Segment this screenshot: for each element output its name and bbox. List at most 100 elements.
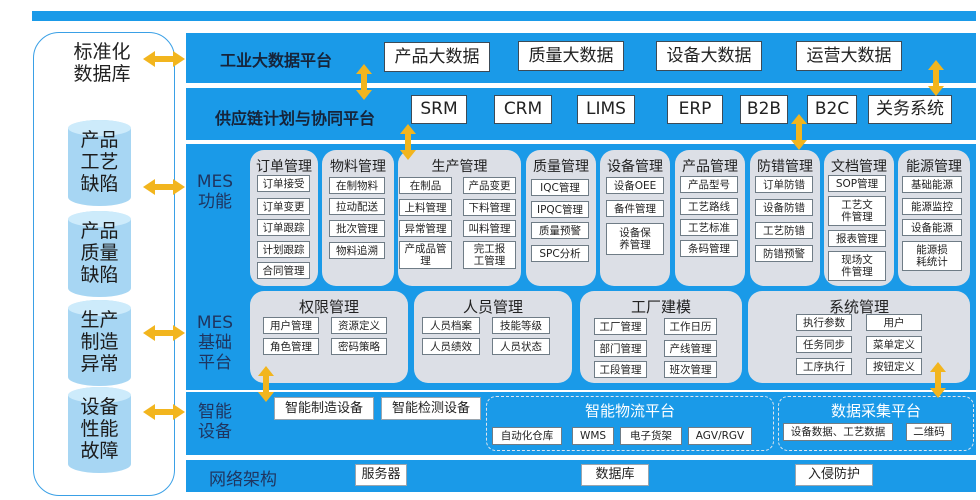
item-resource-def: 资源定义 bbox=[331, 317, 387, 334]
cylinder-production-exception: 生产 制造 异常 bbox=[68, 300, 131, 386]
supply-chain-title: 供应链计划与协同平台 bbox=[215, 109, 376, 128]
cylinder-process-defect: 产品 工艺 缺陷 bbox=[68, 120, 131, 206]
logistics-auto-warehouse: 自动化仓库 bbox=[492, 427, 562, 445]
item-sop: SOP管理 bbox=[828, 175, 886, 192]
item-task-sync: 任务同步 bbox=[796, 336, 852, 353]
item-work-calendar: 工作日历 bbox=[664, 318, 717, 335]
item-base-energy: 基础能源 bbox=[902, 176, 962, 193]
item-factory-mgmt: 工厂管理 bbox=[594, 318, 647, 335]
item-order-change: 订单变更 bbox=[257, 198, 310, 215]
item-call-material: 叫料管理 bbox=[463, 220, 516, 237]
item-exec-params: 执行参数 bbox=[796, 314, 852, 331]
item-staff-file: 人员档案 bbox=[422, 317, 480, 334]
module-material bbox=[322, 150, 394, 286]
logistics-agv: AGV/RGV bbox=[688, 427, 752, 445]
item-user: 用户 bbox=[866, 314, 922, 331]
item-user-mgmt: 用户管理 bbox=[263, 317, 319, 334]
cylinder-label: 产品 工艺 缺陷 bbox=[80, 129, 119, 195]
module-title: 产品管理 bbox=[682, 159, 738, 175]
item-order-receive: 订单接受 bbox=[257, 175, 310, 192]
module-title: 防错管理 bbox=[757, 159, 813, 175]
item-process-route: 工艺路线 bbox=[680, 198, 738, 215]
collection-qrcode: 二维码 bbox=[906, 423, 952, 441]
item-password-policy: 密码策略 bbox=[331, 338, 387, 355]
cylinder-equipment-fault: 设备 性能 故障 bbox=[68, 387, 131, 473]
item-proof-warning: 防错预警 bbox=[755, 245, 813, 262]
item-button-def: 按钮定义 bbox=[866, 358, 922, 375]
module-permission bbox=[250, 291, 408, 383]
module-title: 系统管理 bbox=[828, 298, 889, 316]
item-dept-mgmt: 部门管理 bbox=[594, 340, 647, 357]
item-ipqc: IPQC管理 bbox=[531, 201, 589, 218]
cylinder-label: 生产 制造 异常 bbox=[80, 309, 119, 375]
item-oee: 设备OEE bbox=[606, 177, 664, 194]
module-title: 设备管理 bbox=[607, 159, 663, 175]
item-plan-track: 计划跟踪 bbox=[257, 241, 310, 258]
item-role-mgmt: 角色管理 bbox=[263, 338, 319, 355]
item-process-exec: 工序执行 bbox=[796, 358, 852, 375]
item-contract: 合同管理 bbox=[257, 262, 310, 279]
module-title: 文档管理 bbox=[831, 159, 887, 175]
module-title: 生产管理 bbox=[431, 159, 488, 175]
module-title: 物料管理 bbox=[330, 159, 386, 175]
module-quality bbox=[526, 150, 596, 286]
sc-customs: 关务系统 bbox=[868, 95, 952, 124]
item-process-doc: 工艺文 件管理 bbox=[828, 196, 886, 226]
smart-inspection-equipment: 智能检测设备 bbox=[381, 397, 481, 420]
item-section-mgmt: 工段管理 bbox=[594, 361, 647, 378]
bigdata-quality: 质量大数据 bbox=[518, 41, 624, 71]
h-arrow-icon bbox=[143, 325, 185, 341]
logistics-e-shelf: 电子货架 bbox=[620, 427, 682, 445]
item-process-standard: 工艺标准 bbox=[680, 219, 738, 236]
item-exception: 异常管理 bbox=[399, 220, 452, 237]
bigdata-product: 产品大数据 bbox=[384, 42, 490, 72]
v-arrow-icon bbox=[930, 362, 946, 398]
item-completion-report: 完工报 工管理 bbox=[463, 241, 516, 269]
item-order-track: 订单跟踪 bbox=[257, 219, 310, 236]
item-site-doc: 现场文 件管理 bbox=[828, 251, 886, 281]
item-maintenance: 设备保 养管理 bbox=[606, 223, 664, 255]
v-arrow-icon bbox=[400, 124, 416, 160]
item-equipment-energy: 设备能源 bbox=[902, 219, 962, 236]
item-order-proof: 订单防错 bbox=[755, 176, 813, 193]
item-barcode: 条码管理 bbox=[680, 240, 738, 257]
cylinder-label: 产品 质量 缺陷 bbox=[80, 220, 119, 286]
top-accent-bar bbox=[32, 11, 976, 21]
h-arrow-icon bbox=[143, 179, 185, 195]
sc-lims: LIMS bbox=[577, 95, 635, 124]
h-arrow-icon bbox=[143, 51, 185, 67]
item-quality-warning: 质量预警 bbox=[531, 222, 589, 239]
logistics-platform-title: 智能物流平台 bbox=[584, 402, 675, 420]
smart-manufacturing-equipment: 智能制造设备 bbox=[274, 397, 374, 420]
item-equipment-proof: 设备防错 bbox=[755, 199, 813, 216]
item-finished-goods: 产成品管 理 bbox=[399, 241, 452, 269]
item-staff-status: 人员状态 bbox=[492, 338, 550, 355]
network-database: 数据库 bbox=[581, 464, 649, 486]
sc-erp: ERP bbox=[667, 95, 723, 124]
bigdata-operation: 运营大数据 bbox=[796, 41, 902, 71]
item-batch: 批次管理 bbox=[329, 220, 385, 237]
data-collection-title: 数据采集平台 bbox=[830, 402, 921, 420]
item-product-model: 产品型号 bbox=[680, 176, 738, 193]
mes-function-label: MES 功能 bbox=[196, 172, 234, 212]
mes-base-label: MES 基础 平台 bbox=[196, 313, 234, 373]
bigdata-equipment: 设备大数据 bbox=[656, 41, 762, 71]
database-title: 标准化 数据库 bbox=[73, 41, 131, 85]
item-report: 报表管理 bbox=[828, 230, 886, 247]
module-title: 订单管理 bbox=[256, 159, 312, 175]
item-spc: SPC分析 bbox=[531, 245, 589, 262]
network-label: 网络架构 bbox=[209, 470, 277, 490]
v-arrow-icon bbox=[928, 60, 944, 96]
item-iqc: IQC管理 bbox=[531, 179, 589, 196]
module-title: 能源管理 bbox=[906, 159, 962, 175]
item-pull-delivery: 拉动配送 bbox=[329, 198, 385, 215]
item-menu-def: 菜单定义 bbox=[866, 336, 922, 353]
module-personnel bbox=[414, 291, 572, 383]
module-title: 质量管理 bbox=[533, 159, 589, 175]
module-system bbox=[748, 291, 970, 383]
item-wip: 在制品 bbox=[399, 177, 452, 194]
item-energy-monitor: 能源监控 bbox=[902, 198, 962, 215]
network-intrusion-protection: 入侵防护 bbox=[795, 464, 873, 486]
v-arrow-icon bbox=[791, 114, 807, 150]
smart-equipment-label: 智能 设备 bbox=[198, 402, 232, 442]
